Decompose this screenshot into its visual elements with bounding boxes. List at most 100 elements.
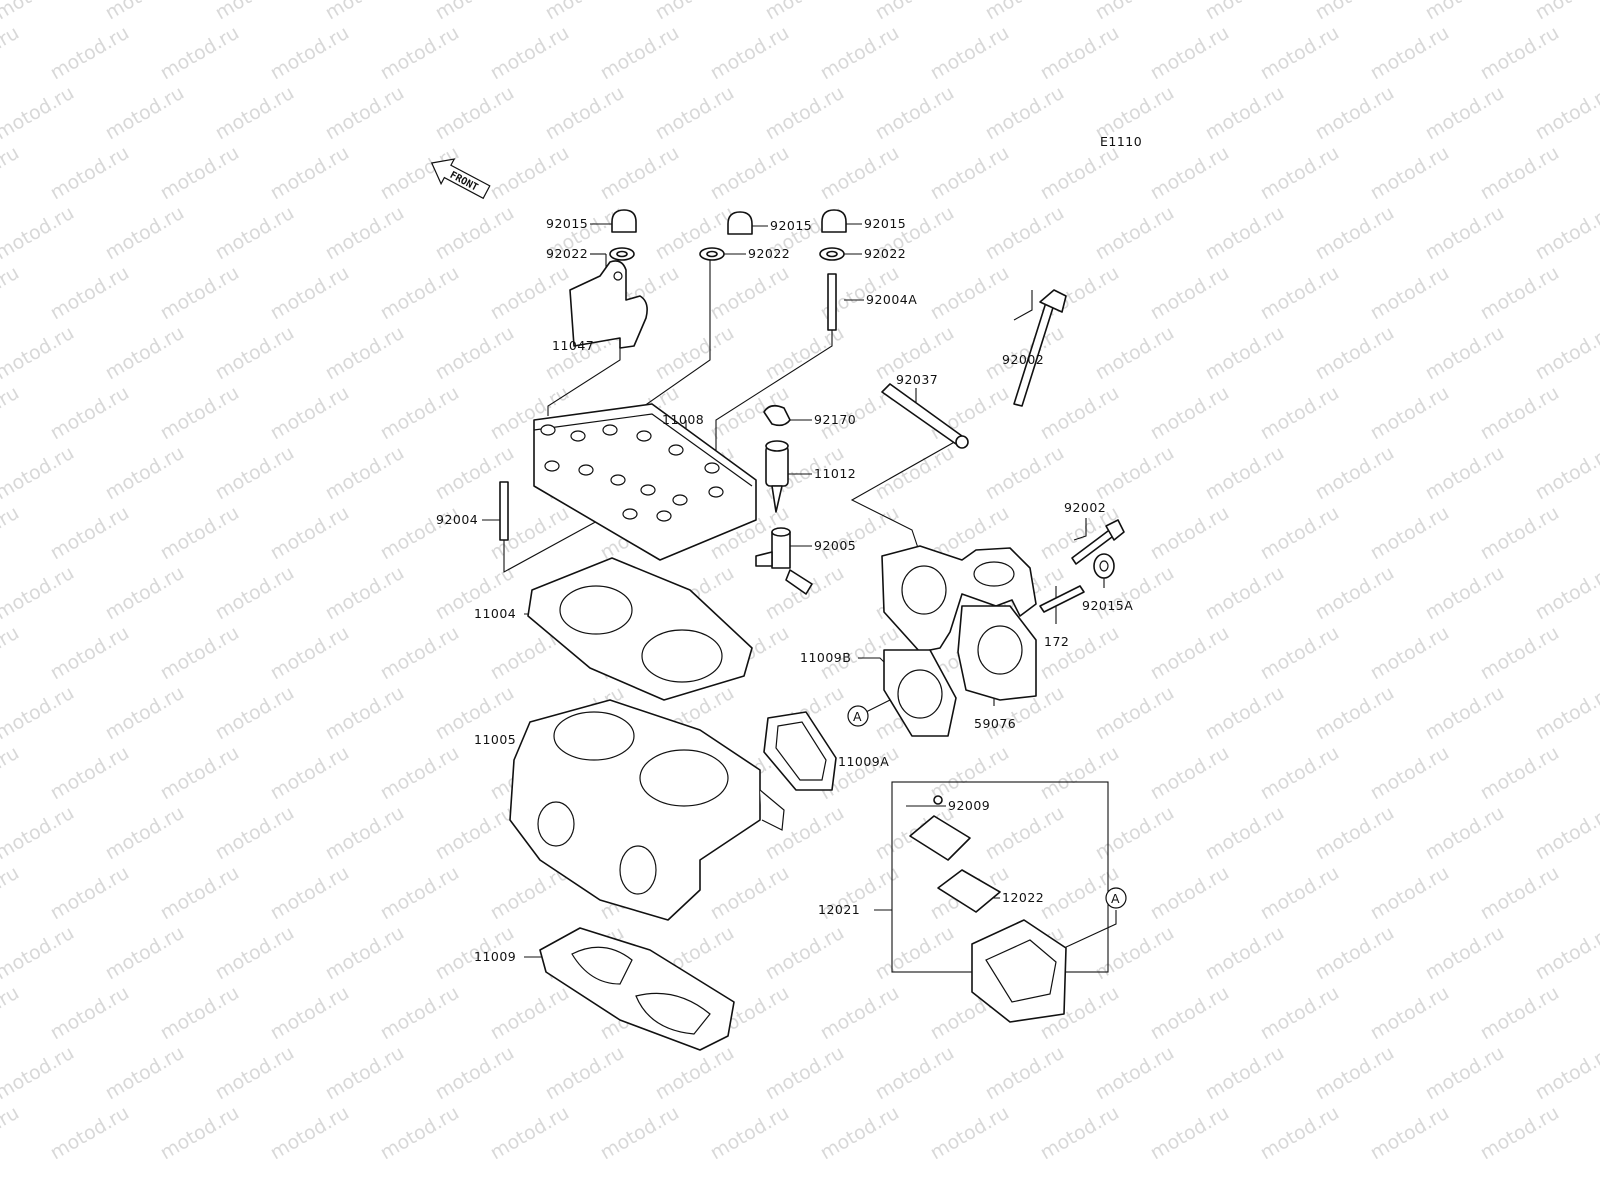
watermark-text: motod.ru <box>432 1042 518 1105</box>
watermark-text: motod.ru <box>322 562 408 625</box>
watermark-text: motod.ru <box>1422 442 1508 505</box>
watermark-text: motod.ru <box>542 82 628 145</box>
part-label-92002[interactable]: 92002 <box>1002 352 1044 367</box>
watermark-text: motod.ru <box>1202 922 1288 985</box>
watermark-text: motod.ru <box>102 0 188 24</box>
part-label-92009[interactable]: 92009 <box>948 798 990 813</box>
watermark-text: motod.ru <box>267 22 353 85</box>
part-label-12021[interactable]: 12021 <box>818 902 860 917</box>
watermark-text: motod.ru <box>212 1042 298 1105</box>
watermark-text: motod.ru <box>267 1102 353 1165</box>
part-label-92015[interactable]: 92015 <box>770 218 812 233</box>
watermark-text: motod.ru <box>1037 382 1123 445</box>
watermark-text: motod.ru <box>872 0 958 24</box>
watermark-text: motod.ru <box>322 322 408 385</box>
watermark-text: motod.ru <box>652 322 738 385</box>
watermark-text: motod.ru <box>0 682 78 745</box>
watermark-text: motod.ru <box>1312 1042 1398 1105</box>
watermark-text: motod.ru <box>1202 322 1288 385</box>
watermark-text: motod.ru <box>817 1102 903 1165</box>
bracket-icon <box>569 260 648 349</box>
part-label-92170[interactable]: 92170 <box>814 412 856 427</box>
part-label-11009a[interactable]: 11009A <box>838 754 889 769</box>
intake-manifold-icon <box>881 545 1037 653</box>
watermark-text: motod.ru <box>1312 562 1398 625</box>
watermark-text: motod.ru <box>762 322 848 385</box>
part-label-12022[interactable]: 12022 <box>1002 890 1044 905</box>
part-label-92022[interactable]: 92022 <box>748 246 790 261</box>
part-label-59076[interactable]: 59076 <box>974 716 1016 731</box>
watermark-text: motod.ru <box>1147 622 1233 685</box>
part-label-11009[interactable]: 11009 <box>474 949 516 964</box>
head-gasket-icon <box>527 557 753 701</box>
reed-block-icon <box>957 605 1037 701</box>
part-label-92004[interactable]: 92004 <box>436 512 478 527</box>
watermark-text: motod.ru <box>102 562 188 625</box>
watermark-text: motod.ru <box>1312 682 1398 745</box>
part-label-11009b[interactable]: 11009B <box>800 650 851 665</box>
watermark-text: motod.ru <box>1257 382 1343 445</box>
part-label-11008[interactable]: 11008 <box>662 412 704 427</box>
reed-gasket-icon <box>763 711 837 791</box>
watermark-text: motod.ru <box>1202 202 1288 265</box>
bolt-hole <box>610 474 626 486</box>
part-label-11005[interactable]: 11005 <box>474 732 516 747</box>
part-label-92004a[interactable]: 92004A <box>866 292 917 307</box>
watermark-text: motod.ru <box>1037 142 1123 205</box>
watermark-text: motod.ru <box>212 82 298 145</box>
hose-clamp-icon <box>763 404 791 427</box>
watermark-text: motod.ru <box>377 862 463 925</box>
watermark-text: motod.ru <box>432 802 518 865</box>
watermark-text: motod.ru <box>707 862 793 925</box>
watermark-text: motod.ru <box>1422 922 1508 985</box>
part-label-92015[interactable]: 92015 <box>546 216 588 231</box>
washer-icon <box>609 247 845 261</box>
watermark-text: motod.ru <box>707 142 793 205</box>
part-label-92015[interactable]: 92015 <box>864 216 906 231</box>
part-label-172[interactable]: 172 <box>1044 634 1069 649</box>
watermark-text: motod.ru <box>47 862 133 925</box>
watermark-text: motod.ru <box>1092 682 1178 745</box>
watermark-text: motod.ru <box>157 382 243 445</box>
part-label-11012[interactable]: 11012 <box>814 466 856 481</box>
watermark-text: motod.ru <box>0 562 78 625</box>
watermark-text: motod.ru <box>1147 262 1233 325</box>
watermark-text: motod.ru <box>322 442 408 505</box>
watermark-text: motod.ru <box>157 862 243 925</box>
thermostat-icon <box>765 440 789 513</box>
part-label-92037[interactable]: 92037 <box>896 372 938 387</box>
base-gasket-icon <box>539 927 735 1051</box>
bolt-icon <box>1039 519 1125 613</box>
watermark-text: motod.ru <box>487 262 573 325</box>
watermark-text: motod.ru <box>102 802 188 865</box>
part-label-92022[interactable]: 92022 <box>864 246 906 261</box>
watermark-text: motod.ru <box>1367 982 1453 1045</box>
part-label-92002[interactable]: 92002 <box>1064 500 1106 515</box>
part-label-11004[interactable]: 11004 <box>474 606 516 621</box>
watermark-text: motod.ru <box>1312 442 1398 505</box>
watermark-text: motod.ru <box>0 922 78 985</box>
part-label-92005[interactable]: 92005 <box>814 538 856 553</box>
watermark-text: motod.ru <box>1202 0 1288 24</box>
watermark-text: motod.ru <box>872 922 958 985</box>
watermark-text: motod.ru <box>1367 22 1453 85</box>
watermark-text: motod.ru <box>47 262 133 325</box>
part-label-11047[interactable]: 11047 <box>552 338 594 353</box>
watermark-text: motod.ru <box>267 742 353 805</box>
watermark-text: motod.ru <box>377 262 463 325</box>
watermark-text: motod.ru <box>102 922 188 985</box>
part-label-92015a[interactable]: 92015A <box>1082 598 1133 613</box>
part-labels: 92015 92015 92015 92022 92022 92022 9200… <box>436 216 1133 964</box>
watermark-text: motod.ru <box>1367 142 1453 205</box>
reference-marker-label: A <box>1111 891 1120 906</box>
watermark-text: motod.ru <box>0 0 78 24</box>
watermark-text: motod.ru <box>1422 682 1508 745</box>
watermark-text: motod.ru <box>157 622 243 685</box>
watermark-text: motod.ru <box>762 1042 848 1105</box>
watermark-text: motod.ru <box>1202 802 1288 865</box>
watermark-text: motod.ru <box>0 322 78 385</box>
watermark-text: motod.ru <box>652 1042 738 1105</box>
watermark-text: motod.ru <box>1367 262 1453 325</box>
watermark-text: motod.ru <box>1147 982 1233 1045</box>
part-label-92022[interactable]: 92022 <box>546 246 588 261</box>
